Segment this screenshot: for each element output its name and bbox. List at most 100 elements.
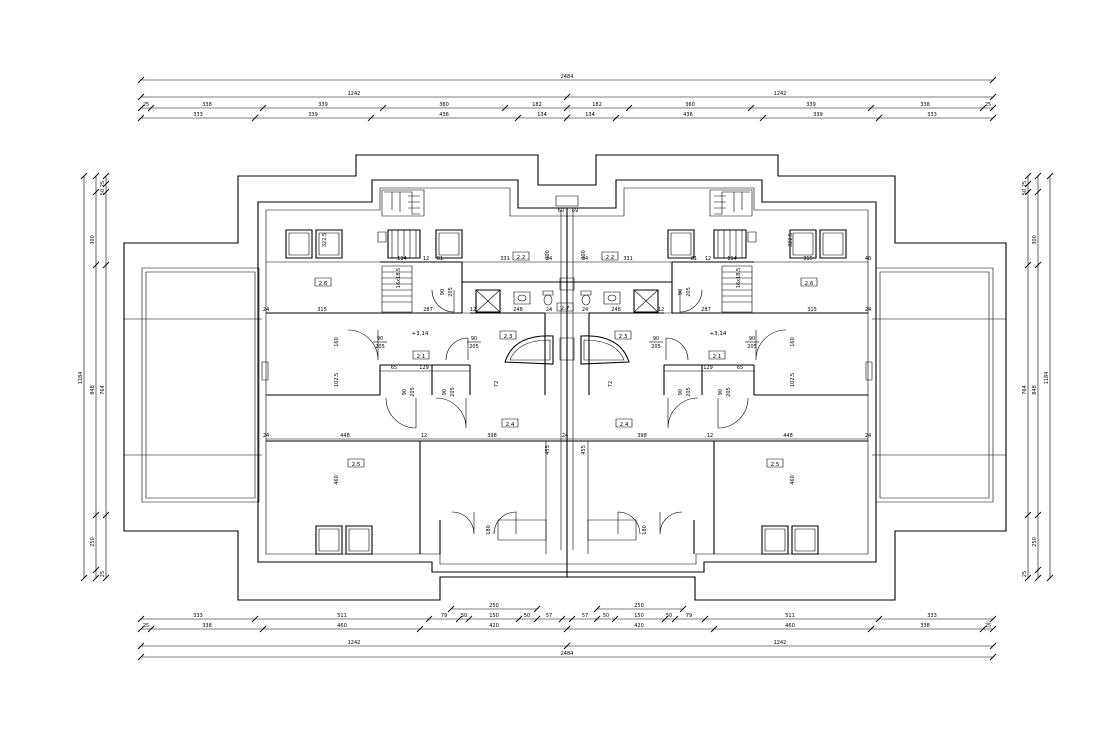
dimension-tick [876,115,882,121]
dim-top-a-1: 338 [202,102,212,108]
dim-int-72-left: 72 [494,381,500,387]
dim-int-24-b: 24 [865,307,871,313]
dim-bottom-stairs-right: 250 [634,603,644,609]
door-h-c: 205 [651,344,661,350]
room-label-2-4-left: 2.4 [506,422,515,428]
door-h-i: 205 [686,387,692,397]
dim-int-248-right: 248 [611,307,621,313]
dimension-tick [868,105,874,111]
dim-int-248-left: 248 [513,307,523,313]
dim-bottom-half-left: 1242 [348,640,361,646]
dim-bot-a-13: 333 [927,613,937,619]
dim-int-65-left: 65 [391,365,397,371]
building-walls [258,180,876,577]
bathroom-fixtures [476,196,658,364]
dimension-tick [380,105,386,111]
door-w-c: 90 [653,336,659,342]
stair-label-left: 16x18,5 [396,268,402,288]
dim-int-398-left: 398 [487,433,497,439]
dim-top-a-7: 339 [806,102,816,108]
dim-int-12-a: 12 [470,307,476,313]
dim-bottom-stairs-left: 250 [489,603,499,609]
dim-int-287-right: 287 [701,307,711,313]
dim-int-129-right: 129 [703,365,713,371]
dim-left-a-300: 300 [90,235,96,245]
top-dimension-chains: 2484 1242 1242 25 338 339 360 182 182 36… [138,74,996,121]
dim-top-a-2: 339 [318,102,328,108]
dim-int-455-right: 455 [581,445,587,455]
dimension-tick [564,626,570,632]
interior-dimensions: 315 287 248 248 287 315 24 24 12 12 24 2… [263,208,871,535]
dim-int-455-left: 455 [545,445,551,455]
dim-bot-a-6: 57 [546,613,552,619]
stair-label-right: 16x18,5 [736,268,742,288]
dim-int-448-right: 448 [783,433,793,439]
room-label-2-3-left: 2.3 [504,334,513,340]
dim-int-12-c: 12 [423,256,429,262]
dim-top-total: 2484 [561,74,574,80]
dim-top-a-8: 338 [920,102,930,108]
dim-left-b-764: 764 [100,385,106,395]
dim-left-a-250: 250 [90,537,96,547]
dim-top-b-6: 339 [813,112,823,118]
dim-top-b-2: 436 [439,112,449,118]
dim-int-72-right: 72 [608,381,614,387]
dim-int-65-right: 65 [737,365,743,371]
dimension-tick [138,105,144,111]
dim-right-a-764: 764 [1022,385,1028,395]
dim-bot-b-6: 338 [920,623,930,629]
dim-int-331-right: 331 [623,256,633,262]
room-labels: 2.6 2.6 2.2 2.2 2.3 2.3 2.1 2.1 2.4 2.4 … [315,252,817,468]
dim-top-a-0: 25 [143,102,149,108]
door-w-d: 90 [749,336,755,342]
door-w-f: 90 [678,289,684,295]
dim-int-24-f: 24 [582,256,588,262]
dim-bot-b-4: 420 [634,623,644,629]
dim-top-half-left: 1242 [348,91,361,97]
dim-bot-b-7: 25 [985,623,991,629]
dim-top-a-6: 360 [685,102,695,108]
room-label-2-1-right: 2.1 [713,354,722,360]
dim-top-a-9: 25 [985,102,991,108]
roof-outline [124,155,1006,600]
dimension-tick [990,105,996,111]
dim-right-a-25b: 25 [1022,571,1028,577]
dim-int-1025-right: 102,5 [790,373,796,387]
door-size-labels: 90 205 90 205 90 205 90 205 90 205 90 20… [373,287,759,397]
dim-int-40: 40 [865,256,871,262]
dim-top-b-7: 333 [927,112,937,118]
dim-top-b-0: 333 [193,112,203,118]
dimension-tick [594,616,600,622]
dim-int-160-right: 160 [790,337,796,347]
dim-left-a-848: 848 [90,385,96,395]
roof-overhang-left [142,268,259,502]
door-w-i: 90 [678,389,684,395]
dimension-tick [990,616,996,622]
dimension-tick [148,626,154,632]
dim-bot-a-1: 511 [337,613,347,619]
room-label-2-4-right: 2.4 [620,422,629,428]
door-w-a: 90 [377,336,383,342]
dim-int-12-b: 12 [658,307,664,313]
dimension-tick [516,616,522,622]
room-label-2-2-right: 2.2 [606,255,615,261]
dimension-tick [980,105,986,111]
dim-int-300-top-left: 300 [545,250,551,260]
dim-int-24-c: 24 [546,307,552,313]
dimension-tick [748,105,754,111]
dim-top-a-5: 182 [592,102,602,108]
dimension-tick [252,115,258,121]
skylights [286,230,846,554]
dim-right-b-300: 300 [1032,235,1038,245]
door-h-e: 205 [448,287,454,297]
dimension-tick [564,105,570,111]
room-label-2-5-right: 2.5 [771,462,780,468]
room-label-2-2-left: 2.2 [517,255,526,261]
bottom-dimension-chains: 250 250 333 511 79 50 150 50 57 57 50 15… [138,603,996,660]
dimension-tick [368,115,374,121]
dim-bot-a-4: 150 [489,613,499,619]
dim-bot-a-2: 79 [441,613,447,619]
dim-int-24-a: 24 [263,307,269,313]
dim-int-24-g: 24 [263,433,269,439]
